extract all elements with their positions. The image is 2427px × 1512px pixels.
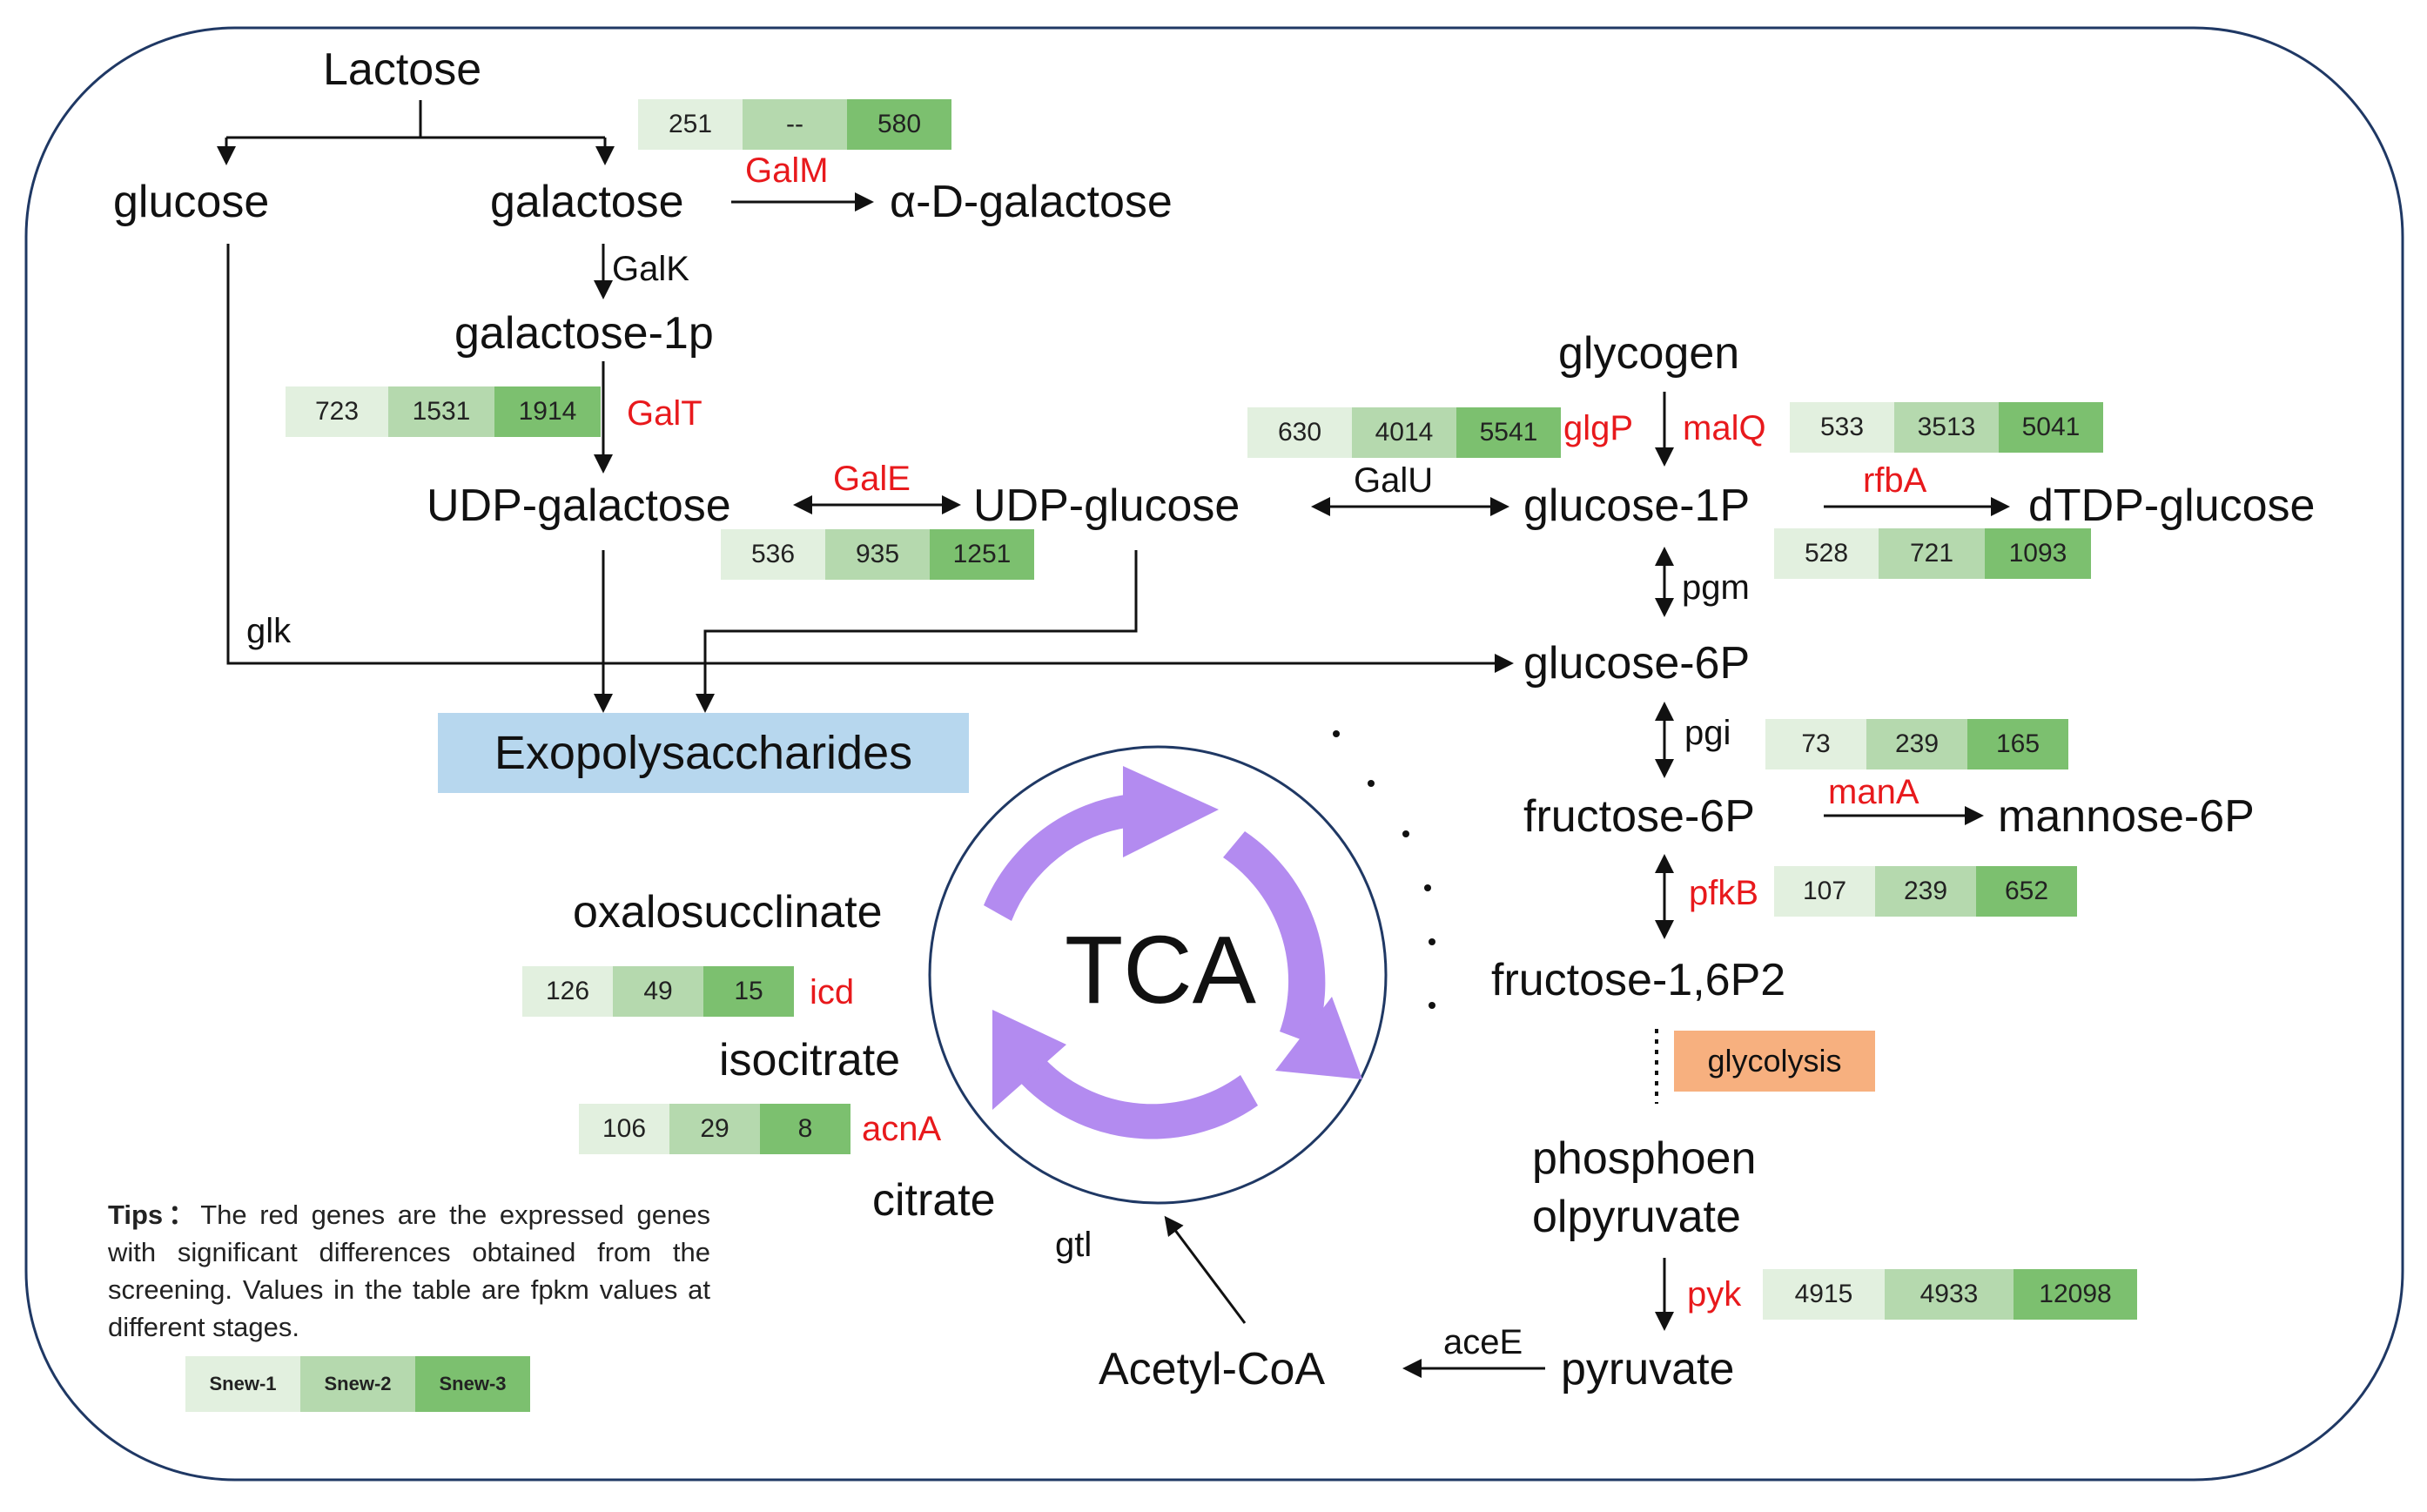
metabolite-isocitrate: isocitrate [719, 1035, 901, 1085]
metabolite-galactose: galactose [490, 177, 684, 227]
metabolite-phosphoenolpyruvate-line2: olpyruvate [1532, 1192, 1741, 1242]
fpkm-table-rfba: 528 721 1093 [1774, 528, 2091, 579]
tips-text: The red genes are the expressed genes wi… [108, 1200, 710, 1342]
fpkm-table-galt: 723 1531 1914 [286, 386, 601, 437]
fpkm-cell: 4014 [1352, 407, 1456, 458]
enzyme-pgi: pgi [1684, 714, 1731, 752]
fpkm-cell: 239 [1875, 866, 1976, 917]
metabolite-lactose: Lactose [323, 44, 482, 95]
tips-label: Tips： [108, 1200, 201, 1230]
fpkm-cell: 652 [1976, 866, 2077, 917]
tca-circle [928, 745, 1388, 1205]
metabolite-fructose-1-6p2: fructose-1,6P2 [1491, 955, 1786, 1005]
enzyme-galm: GalM [745, 151, 829, 190]
enzyme-galu: GalU [1354, 461, 1434, 500]
tca-cycle-arrows [984, 766, 1362, 1139]
exopolysaccharides-box: Exopolysaccharides [438, 713, 969, 793]
metabolite-pyruvate: pyruvate [1561, 1344, 1735, 1394]
fpkm-table-gale: 536 935 1251 [721, 529, 1034, 580]
fpkm-cell: 1093 [1985, 528, 2091, 579]
metabolite-dtdp-glucose: dTDP-glucose [2028, 480, 2316, 531]
glycolysis-box: glycolysis [1674, 1031, 1875, 1092]
enzyme-pfkb: pfkB [1689, 874, 1759, 912]
fpkm-cell: 15 [703, 966, 794, 1017]
enzyme-glk: glk [246, 612, 292, 650]
fpkm-table-pyk: 4915 4933 12098 [1763, 1269, 2137, 1320]
fpkm-cell: 8 [760, 1104, 850, 1154]
enzyme-rfba: rfbA [1863, 461, 1927, 500]
enzyme-pyk: pyk [1687, 1275, 1742, 1314]
fpkm-cell: 935 [825, 529, 930, 580]
metabolite-udp-glucose: UDP-glucose [973, 480, 1240, 531]
fpkm-cell: 29 [669, 1104, 760, 1154]
fpkm-table-icd: 126 49 15 [522, 966, 794, 1017]
tca-label: TCA [1065, 917, 1256, 1024]
fpkm-cell: -- [743, 99, 847, 150]
fpkm-cell: 1251 [930, 529, 1034, 580]
fpkm-cell: 1914 [494, 386, 601, 437]
fpkm-cell: 5041 [1999, 402, 2103, 453]
enzyme-icd: icd [810, 973, 855, 1011]
fpkm-table-acna: 106 29 8 [579, 1104, 850, 1154]
enzyme-gale: GalE [833, 460, 911, 498]
fpkm-cell: 723 [286, 386, 388, 437]
fpkm-cell: 251 [638, 99, 743, 150]
fpkm-cell: 106 [579, 1104, 669, 1154]
fpkm-cell: 107 [1774, 866, 1875, 917]
metabolite-phosphoenolpyruvate-line1: phosphoen [1532, 1133, 1757, 1184]
metabolite-glucose-1p: glucose-1P [1523, 480, 1751, 531]
metabolite-glycogen: glycogen [1558, 328, 1740, 379]
metabolite-fructose-6p: fructose-6P [1523, 791, 1755, 842]
metabolite-glucose-6p: glucose-6P [1523, 638, 1751, 689]
fpkm-table-malq: 533 3513 5041 [1790, 402, 2103, 453]
fpkm-cell: 49 [613, 966, 703, 1017]
fpkm-table-galm: 251 -- 580 [638, 99, 951, 150]
fpkm-cell: 630 [1247, 407, 1352, 458]
tips-note: Tips：The red genes are the expressed gen… [108, 1196, 710, 1346]
metabolite-glucose: glucose [113, 177, 270, 227]
enzyme-galt: GalT [627, 394, 703, 433]
legend-stage-3: Snew-3 [415, 1356, 530, 1412]
fpkm-cell: 126 [522, 966, 613, 1017]
fpkm-cell: 4933 [1885, 1269, 2014, 1320]
fpkm-cell: 239 [1866, 719, 1967, 769]
fpkm-cell: 533 [1790, 402, 1894, 453]
tca-dots [1333, 730, 1435, 1009]
legend-stage-2: Snew-2 [300, 1356, 415, 1412]
fpkm-cell: 73 [1765, 719, 1866, 769]
stage-legend: Snew-1 Snew-2 Snew-3 [185, 1356, 530, 1412]
fpkm-cell: 536 [721, 529, 825, 580]
fpkm-table-glgp: 630 4014 5541 [1247, 407, 1561, 458]
metabolite-oxalosuccinate: oxalosucclinate [573, 887, 883, 937]
fpkm-cell: 721 [1879, 528, 1985, 579]
enzyme-acna: acnA [862, 1110, 942, 1148]
fpkm-cell: 12098 [2014, 1269, 2137, 1320]
enzyme-glgp: glgP [1563, 409, 1634, 447]
fpkm-cell: 3513 [1894, 402, 1999, 453]
fpkm-cell: 1531 [388, 386, 494, 437]
metabolite-acetyl-coa: Acetyl-CoA [1099, 1344, 1326, 1394]
fpkm-table-pfkb: 107 239 652 [1774, 866, 2077, 917]
metabolite-alpha-d-galactose: α-D-galactose [890, 177, 1173, 227]
legend-stage-1: Snew-1 [185, 1356, 300, 1412]
enzyme-pgm: pgm [1682, 568, 1750, 607]
metabolite-galactose-1p: galactose-1p [454, 308, 714, 359]
enzyme-galk: GalK [612, 250, 689, 288]
metabolite-udp-galactose: UDP-galactose [427, 480, 731, 531]
enzyme-malq: malQ [1683, 409, 1766, 447]
enzyme-acee: aceE [1443, 1323, 1523, 1361]
fpkm-cell: 4915 [1763, 1269, 1885, 1320]
fpkm-cell: 580 [847, 99, 951, 150]
fpkm-table-pgi: 73 239 165 [1765, 719, 2068, 769]
frame-border [24, 26, 2404, 1482]
metabolite-mannose-6p: mannose-6P [1998, 791, 2255, 842]
enzyme-gtl: gtl [1055, 1226, 1092, 1264]
fpkm-cell: 528 [1774, 528, 1879, 579]
enzyme-mana: manA [1828, 773, 1919, 811]
fpkm-cell: 5541 [1456, 407, 1561, 458]
fpkm-cell: 165 [1967, 719, 2068, 769]
metabolite-citrate: citrate [872, 1175, 996, 1226]
